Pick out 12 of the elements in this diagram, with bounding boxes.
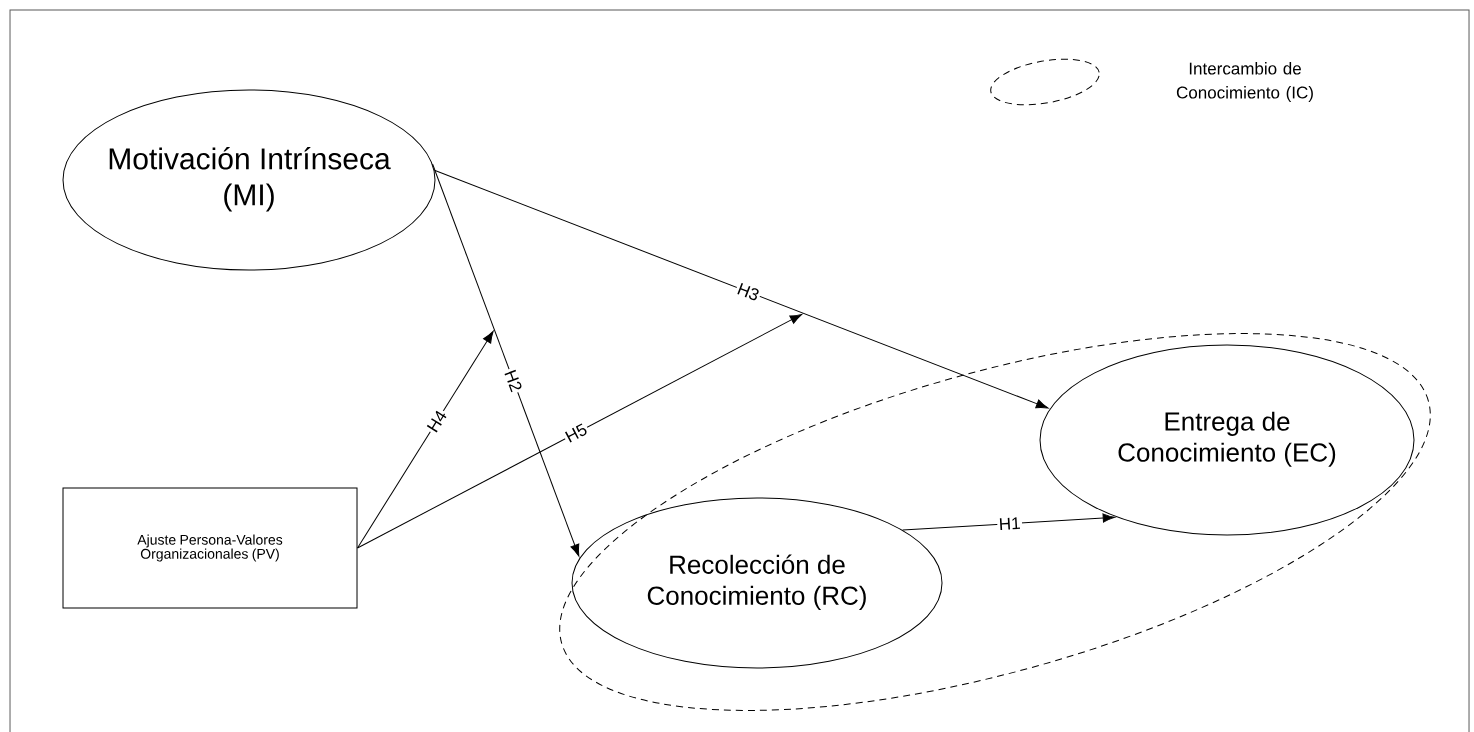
legend-text: Intercambio de Conocimiento (IC)	[1176, 62, 1313, 102]
construct-box: Ajuste Persona-Valores Organizacionales (PV)	[62, 487, 358, 609]
arrow	[357, 313, 803, 549]
edge-label: H1	[996, 515, 1023, 532]
arrow	[902, 513, 1116, 531]
arrow	[432, 163, 580, 557]
arrow	[357, 330, 494, 549]
edge-label: H2	[502, 366, 525, 395]
edge-label: H5	[561, 420, 591, 446]
edge-label: H3	[734, 280, 763, 304]
edge-label: H4	[424, 406, 450, 436]
arrow	[433, 169, 1049, 409]
